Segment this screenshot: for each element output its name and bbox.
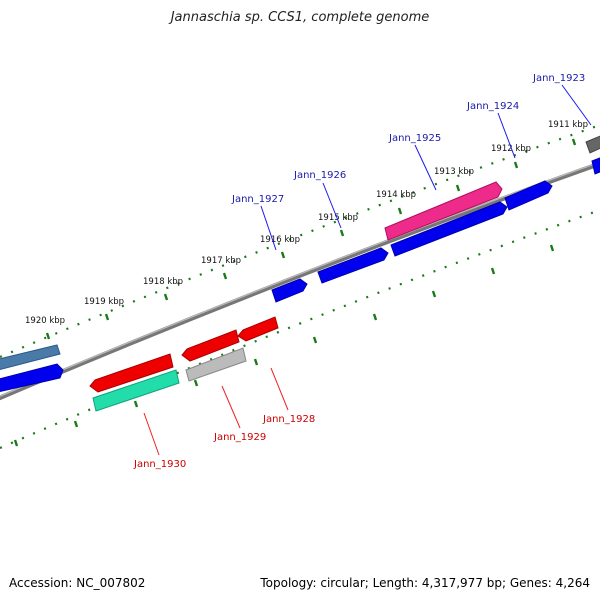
gene-block-blue-1923[interactable]	[591, 156, 600, 175]
topology-label: Topology: circular; Length: 4,317,977 bp…	[260, 576, 590, 590]
kbp-label-1918: 1918 kbp	[143, 277, 183, 287]
forward-leaders	[260, 84, 592, 251]
tick-1919	[104, 313, 110, 321]
gene-label-jann-1925[interactable]: Jann_1925	[388, 133, 441, 144]
kbp-label-1912: 1912 kbp	[491, 144, 531, 154]
reverse-strand-genes	[89, 316, 279, 412]
kbp-label-1914: 1914 kbp	[376, 190, 416, 200]
forward-strand-genes	[0, 134, 600, 393]
tick-1920	[45, 332, 51, 340]
gene-block-blue-1924[interactable]	[504, 180, 553, 211]
kbp-label-1915: 1915 kbp	[318, 213, 358, 223]
tick-1914	[397, 207, 403, 215]
gene-block-red-1928[interactable]	[237, 316, 279, 342]
kbp-label-1919: 1919 kbp	[84, 297, 124, 307]
gene-block-red-1930[interactable]	[89, 353, 174, 393]
tick-1918	[163, 293, 169, 301]
tick-1912	[513, 161, 519, 169]
gene-label-jann-1929[interactable]: Jann_1929	[213, 432, 266, 443]
inner-scale-dots	[0, 208, 600, 450]
reverse-leaders	[143, 367, 289, 456]
tick-1916	[280, 251, 286, 259]
gene-label-jann-1923[interactable]: Jann_1923	[532, 73, 585, 84]
gene-block-green-1930[interactable]	[92, 369, 180, 412]
gene-label-jann-1928[interactable]: Jann_1928	[262, 414, 315, 425]
gene-block-pink-1925[interactable]	[384, 181, 503, 241]
kbp-label-1911: 1911 kbp	[548, 120, 588, 130]
tick-1911	[571, 138, 577, 146]
outer-major-ticks	[45, 138, 577, 340]
kbp-label-1913: 1913 kbp	[434, 167, 474, 177]
tick-1913	[455, 184, 461, 192]
tick-1917	[222, 272, 228, 280]
map-title: Jannaschia sp. CCS1, complete genome	[170, 10, 430, 25]
gene-label-jann-1927[interactable]: Jann_1927	[231, 194, 284, 205]
gene-block-blue-left[interactable]	[0, 363, 64, 393]
gene-label-jann-1924[interactable]: Jann_1924	[466, 101, 519, 112]
gene-label-jann-1930[interactable]: Jann_1930	[133, 459, 186, 470]
gene-block-darkgrey-1923[interactable]	[585, 134, 600, 154]
gene-block-blue-1926[interactable]	[317, 247, 389, 284]
outer-scale-dots	[0, 123, 600, 359]
accession-label: Accession: NC_007802	[9, 576, 146, 590]
gene-block-red-1929a[interactable]	[181, 329, 240, 362]
gene-block-blue-1927[interactable]	[271, 278, 308, 303]
kbp-label-1920: 1920 kbp	[25, 316, 65, 326]
gene-label-jann-1926[interactable]: Jann_1926	[293, 170, 346, 181]
kbp-label-1917: 1917 kbp	[201, 256, 241, 266]
tick-1915	[339, 229, 345, 237]
gene-block-grey-1929[interactable]	[185, 347, 247, 382]
kbp-label-1916: 1916 kbp	[260, 235, 300, 245]
gene-block-blue-1925b[interactable]	[390, 201, 508, 257]
inner-major-ticks	[13, 244, 555, 447]
chromosome-backbone-highlight	[0, 161, 600, 397]
gene-block-steel[interactable]	[0, 344, 61, 371]
